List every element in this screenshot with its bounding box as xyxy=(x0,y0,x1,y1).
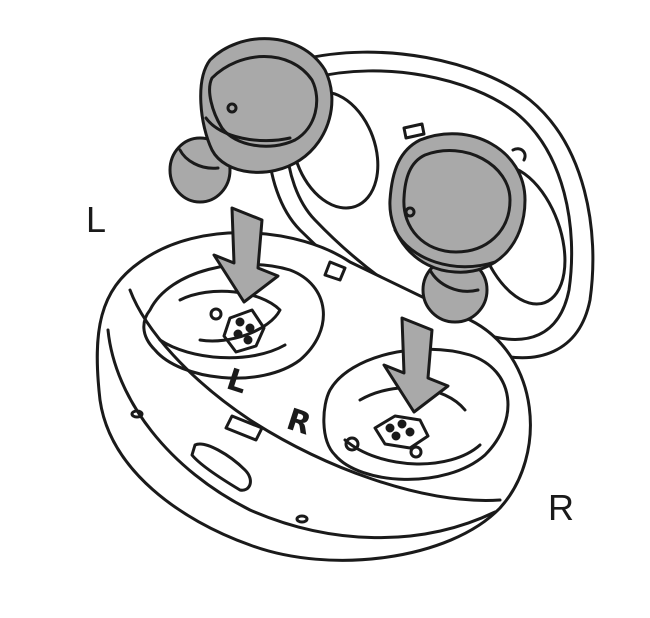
slot-left xyxy=(142,262,325,380)
left-side-label: L xyxy=(86,199,107,240)
earbud-right xyxy=(388,132,527,324)
center-slot xyxy=(224,414,264,442)
down-arrow-icon xyxy=(382,316,450,414)
earbud-left xyxy=(168,37,334,204)
right-side-label: R xyxy=(548,487,574,528)
slot-right xyxy=(322,347,510,481)
charging-port xyxy=(190,442,252,492)
down-arrow-icon xyxy=(212,206,280,304)
